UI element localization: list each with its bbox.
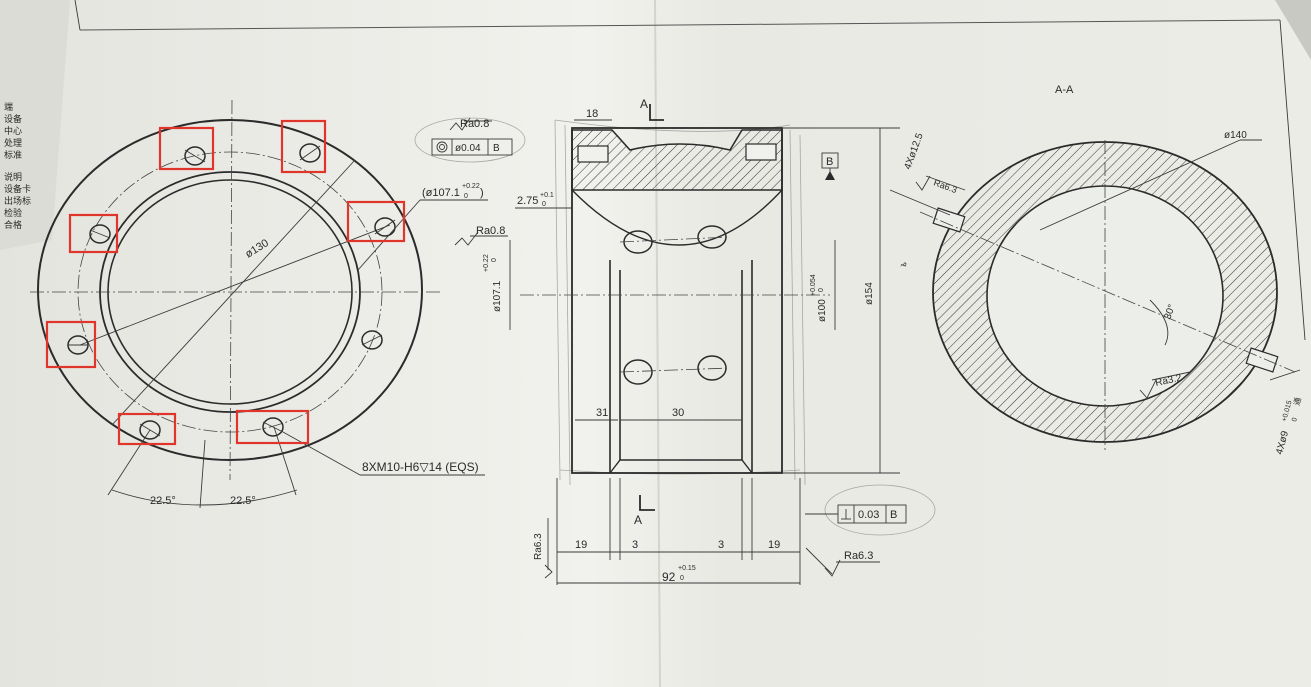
- dim-groove-tol-upper: +0.1: [540, 192, 554, 199]
- bolt-hole: [374, 217, 396, 237]
- right-section-view: A-A ø140 30° 4Xø12.5 Ra6.3 ъ Ra3.2 4Xø9 …: [889, 84, 1303, 456]
- angle-right: 22.5°: [230, 495, 256, 507]
- highlight-box: [68, 213, 119, 254]
- dim-groove: 2.75: [517, 195, 538, 207]
- roughness-left-view: Ra0.8: [476, 225, 505, 237]
- dim-groove-tol-lower: 0: [542, 201, 546, 208]
- dim-inner: ø100: [817, 299, 828, 322]
- bolt-hole: [361, 330, 383, 350]
- section-marker-top: A: [640, 97, 648, 111]
- concentricity-tol: ø0.04: [455, 143, 481, 154]
- dim-bore-vertical-tol-upper: +0.22: [483, 254, 490, 272]
- bolt-hole: [299, 143, 321, 163]
- dim-19-right: 19: [768, 539, 780, 551]
- dim-19-left: 19: [575, 539, 587, 551]
- dim-bore-vertical: ø107.1: [492, 280, 503, 312]
- dim-top-flange: 18: [586, 108, 598, 120]
- margin-note: 处理: [4, 137, 22, 148]
- bolt-hole: [67, 335, 89, 355]
- thread-callout: 8XM10-H6▽14 (EQS): [362, 460, 479, 474]
- dim-outer: ø154: [864, 282, 875, 305]
- margin-note: 出场标: [4, 195, 31, 206]
- highlight-box: [346, 200, 406, 243]
- roughness-top: Ra0.8: [460, 118, 489, 130]
- section-marker-bottom: A: [634, 513, 642, 527]
- right-dim-small: ъ: [897, 260, 908, 269]
- bolt-hole: [184, 146, 206, 166]
- highlight-box: [45, 320, 97, 369]
- paper-shadow-top-right: [1275, 0, 1311, 60]
- highlight-box: [235, 409, 310, 445]
- section-body-outline: [571, 127, 783, 474]
- dim-bore-vertical-tol-lower: 0: [491, 258, 498, 262]
- right-angle: 30°: [1162, 303, 1178, 321]
- dim-30: 30: [672, 407, 684, 419]
- dim-total-tol-upper: +0.15: [678, 565, 696, 572]
- roughness-left: Ra6.3: [533, 533, 544, 560]
- highlight-box: [280, 119, 327, 174]
- margin-note: 中心: [4, 125, 22, 136]
- margin-note: 检验: [4, 207, 22, 218]
- margin-note: 设备: [4, 113, 22, 124]
- roughness-bottom: Ra6.3: [844, 550, 873, 562]
- margin-notes: 端 设备 中心 处理 标准 说明 设备卡 出场标 检验 合格: [4, 101, 31, 230]
- concentricity-frame: ø0.04 B: [431, 138, 513, 156]
- angle-left: 22.5°: [150, 495, 176, 507]
- dim-bore-tol-upper: +0.22: [462, 183, 480, 190]
- margin-note: 标准: [4, 149, 22, 160]
- view-label: A-A: [1055, 84, 1074, 96]
- bolt-hole: [139, 420, 161, 440]
- perpendicularity-datum: B: [890, 509, 897, 521]
- perpendicularity-tol: 0.03: [858, 509, 879, 521]
- margin-note: 合格: [4, 219, 22, 230]
- concentricity-datum: B: [493, 143, 500, 154]
- datum-b: B: [826, 156, 833, 168]
- dim-3-right: 3: [718, 539, 724, 551]
- bolt-hole: [262, 417, 284, 437]
- dim-inner-tol-upper: +0.054: [810, 274, 817, 296]
- margin-note: 说明: [4, 171, 22, 182]
- margin-note: 设备卡: [4, 183, 31, 194]
- section-hatch-top: [571, 129, 783, 191]
- dim-bore-tol-lower: 0: [464, 193, 468, 200]
- dim-inner-tol-lower: 0: [818, 288, 825, 292]
- margin-note: 端: [4, 101, 13, 112]
- highlight-box: [158, 126, 215, 171]
- perpendicularity-frame: 0.03 B: [805, 504, 907, 524]
- dim-bore-close: ): [480, 187, 484, 199]
- dim-total: 92: [662, 570, 676, 584]
- border-top: [79, 19, 1281, 31]
- highlight-box: [117, 412, 177, 446]
- right-hole-callout-bottom-suffix: 通: [1291, 396, 1303, 406]
- paper-left-sheet: [0, 0, 70, 250]
- paper-fold: [654, 0, 661, 687]
- middle-section-view: A A 18 Ra0.8 ø0.04 B 2.75 +0.1 0 ø107.1 …: [414, 97, 936, 585]
- dim-total-tol-lower: 0: [680, 575, 684, 582]
- dim-bore: (ø107.1: [422, 187, 460, 199]
- right-dim-outer: ø140: [1224, 130, 1247, 141]
- left-flange-view: ø130 22.5° 22.5° 8XM10-H6▽14 (EQS) (ø107…: [30, 99, 508, 509]
- dim-31: 31: [596, 407, 608, 419]
- bolt-hole: [89, 224, 111, 244]
- right-hole-callout-bottom-tol-lower: 0: [1291, 417, 1299, 423]
- highlight-boxes: [45, 119, 406, 446]
- dim-3-left: 3: [632, 539, 638, 551]
